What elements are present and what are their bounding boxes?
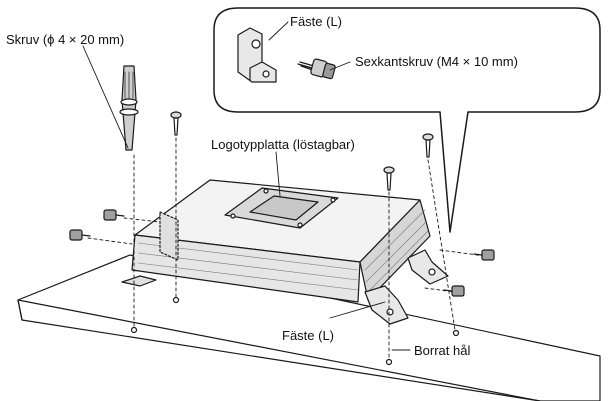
unit-body bbox=[131, 179, 431, 303]
mounting-surface bbox=[17, 254, 601, 401]
screw-right bbox=[422, 133, 434, 158]
hex-screw-icon bbox=[297, 58, 336, 80]
screw-middle bbox=[383, 166, 395, 191]
screwdriver bbox=[119, 65, 139, 151]
bracket-bottom-label: Fäste (L) bbox=[282, 328, 335, 343]
hex-screw-left-1 bbox=[103, 209, 125, 221]
right-bracket-2 bbox=[407, 249, 449, 285]
l-bracket-icon bbox=[237, 27, 277, 83]
drilled-holes bbox=[130, 296, 460, 366]
right-bracket-1 bbox=[364, 285, 409, 325]
hex-screw-right-2 bbox=[443, 285, 465, 297]
bracket-inset-label: Fäste (L) bbox=[290, 14, 343, 29]
hex-screw-left-2 bbox=[69, 229, 91, 241]
inset-callout bbox=[213, 7, 601, 233]
logo-plate bbox=[224, 187, 339, 229]
left-bracket bbox=[121, 211, 179, 287]
hex-screw-label: Sexkantskruv (M4 × 10 mm) bbox=[355, 54, 518, 69]
logo-plate-label: Logotypplatta (löstagbar) bbox=[211, 137, 355, 152]
drilled-hole-label: Borrat hål bbox=[414, 343, 471, 358]
screw-label: Skruv (ϕ 4 × 20 mm) bbox=[6, 32, 125, 47]
hex-screw-right-1 bbox=[473, 249, 495, 261]
screw-left bbox=[170, 111, 182, 136]
